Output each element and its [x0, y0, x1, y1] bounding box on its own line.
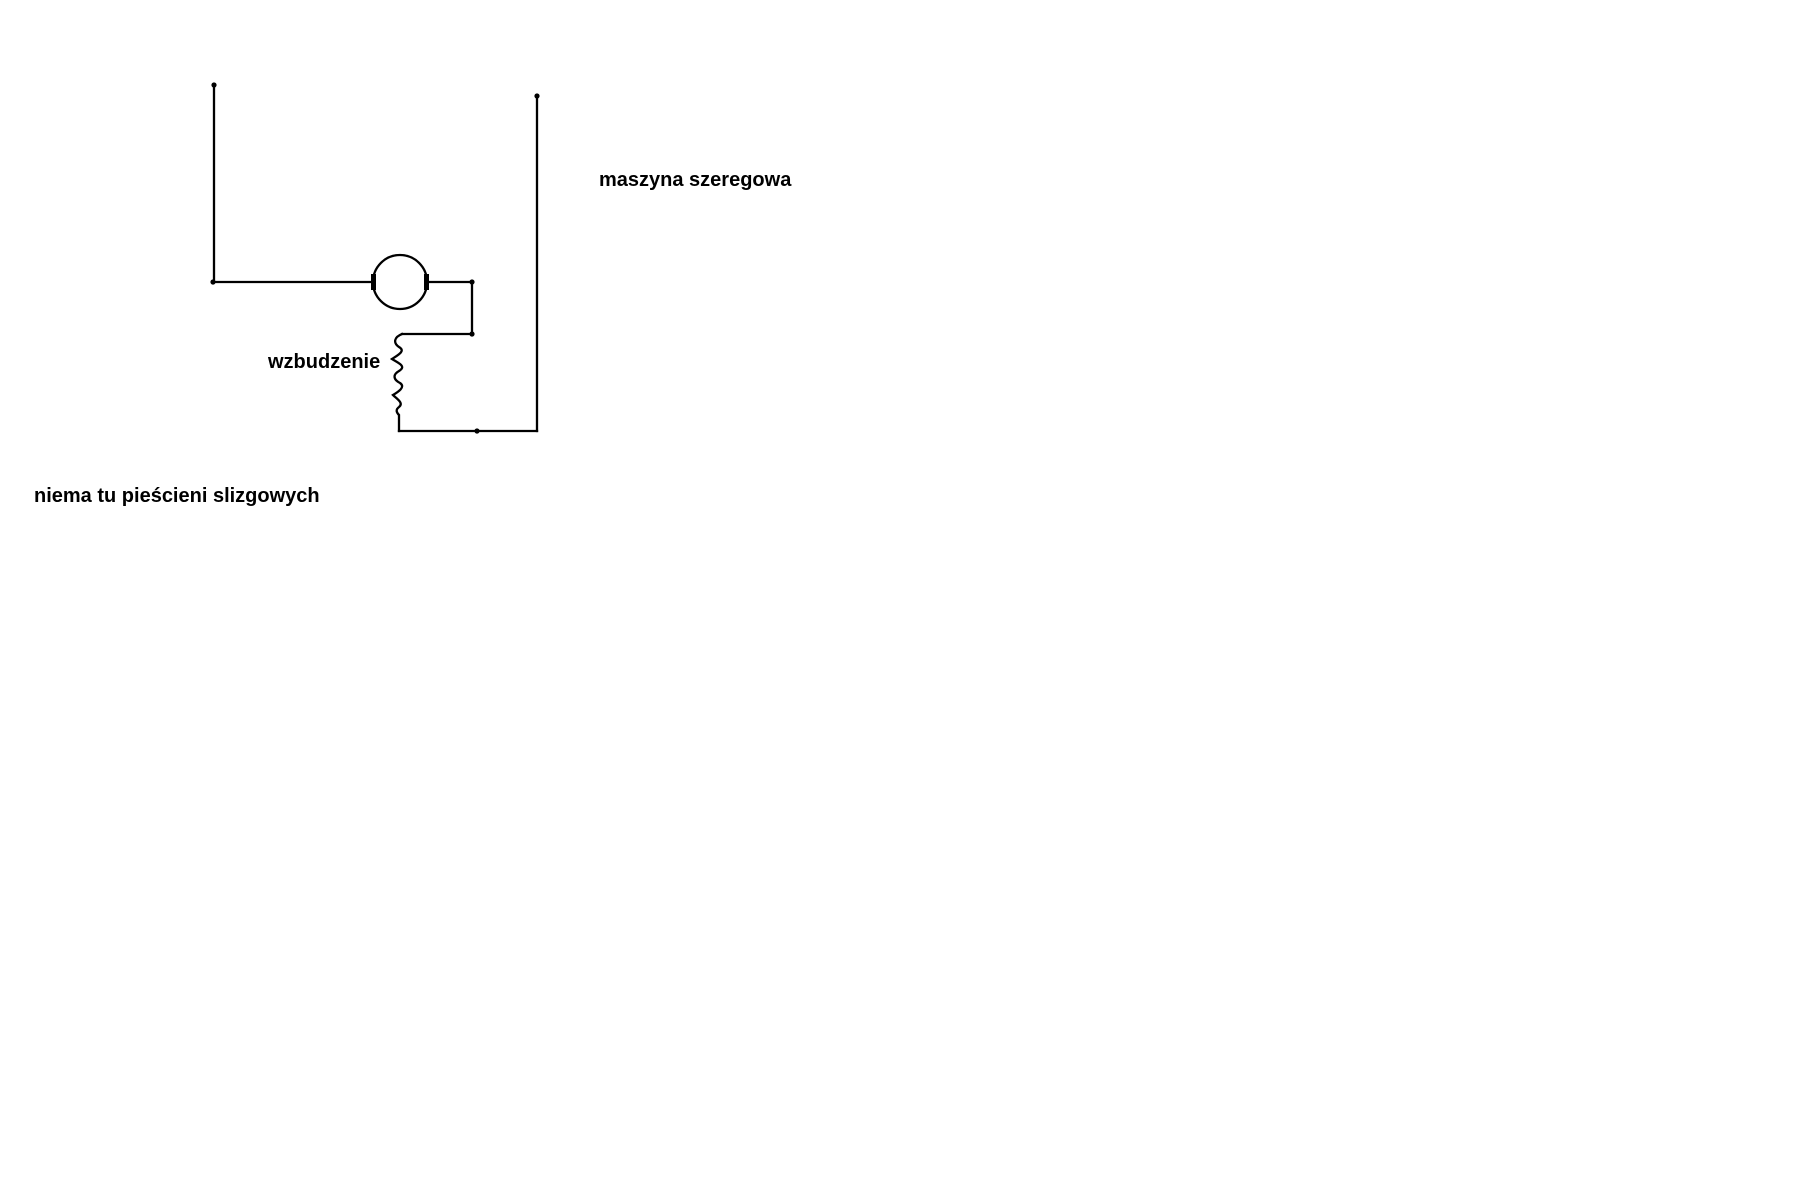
armature-to-field-wire	[400, 279, 475, 337]
field-winding-label: wzbudzenie	[268, 351, 381, 373]
motor-armature-icon	[371, 253, 429, 311]
field-top-node	[469, 331, 475, 337]
bottom-junction-node	[474, 428, 480, 434]
left-terminal-node	[211, 82, 217, 88]
left-terminal-lead	[210, 82, 374, 285]
left-junction-node	[210, 279, 216, 285]
machine-type-label: maszyna szeregowa	[599, 169, 792, 191]
armature-right-node	[469, 279, 475, 285]
right-terminal-lead	[397, 93, 540, 434]
slip-ring-note: niema tu pieścieni slizgowych	[34, 485, 320, 507]
right-terminal-node	[534, 93, 540, 99]
inductor-coil-icon	[389, 332, 404, 433]
